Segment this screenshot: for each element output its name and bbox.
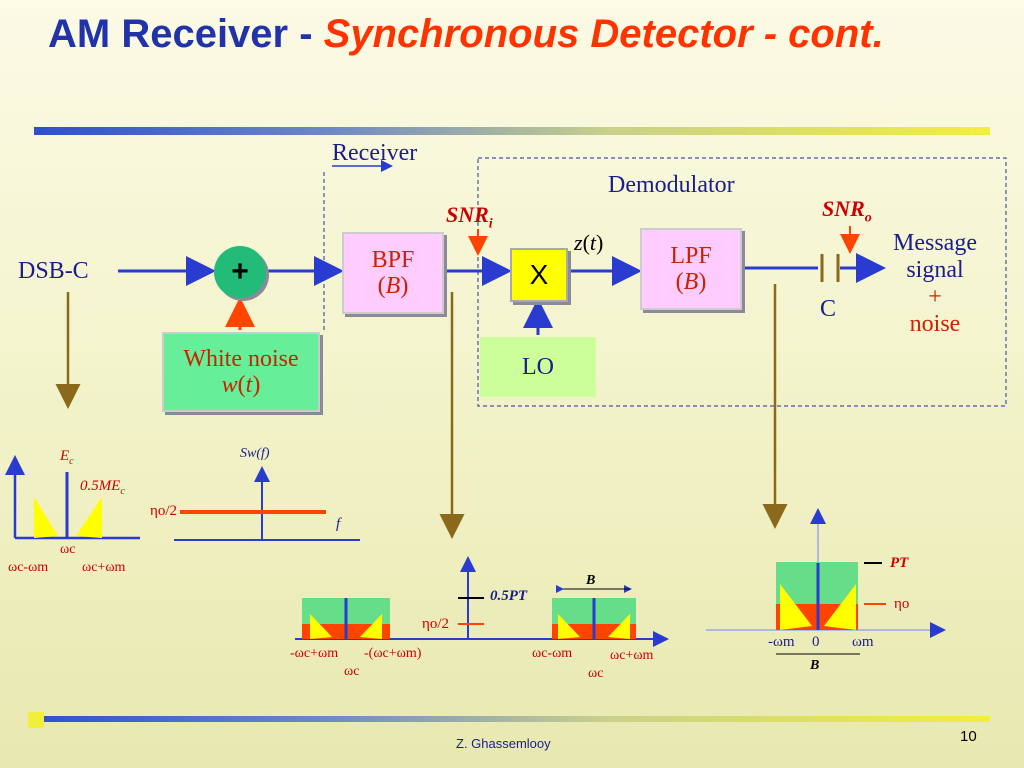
output-line-1: Message [893, 230, 977, 256]
bpf-bandwidth: (B) [377, 273, 409, 299]
spec4-minus-wm: -ωm [768, 634, 795, 650]
output-line-3: + [928, 284, 942, 310]
output-label: Message signal + noise [882, 230, 988, 338]
spec3-neg-lower: -ωc+ωm [290, 646, 339, 661]
page-number: 10 [960, 728, 977, 745]
spec4-zero: 0 [812, 634, 820, 650]
lpf-label: LPF [670, 243, 712, 269]
spec3-pos-center: ωc [588, 666, 604, 681]
spec3-pos-lower: ωc-ωm [532, 646, 573, 661]
spec1-sideband-label: 0.5MEc [80, 478, 125, 497]
adder-symbol: + [231, 255, 249, 288]
spec2-f-label: f [336, 516, 341, 532]
bpf-label: BPF [371, 247, 415, 273]
bottom-divider [28, 716, 990, 722]
spec3-pos-upper: ωc+ωm [610, 648, 654, 663]
receiver-label: Receiver [332, 140, 418, 166]
white-noise-box: White noise w(t) [162, 332, 320, 412]
bpf-block: BPF (B) [342, 232, 444, 314]
snr-input-label: SNRi [446, 202, 493, 232]
lpf-bandwidth: (B) [675, 269, 707, 295]
spec4-pt-label: PT [890, 555, 909, 571]
lo-block: LO [480, 337, 596, 397]
white-noise-title: White noise [183, 346, 299, 372]
spec4-b-label: B [810, 658, 820, 673]
adder-node: + [214, 246, 266, 298]
demodulator-label: Demodulator [608, 172, 735, 198]
capacitor-label: C [820, 296, 837, 322]
spec1-upper-label: ωc+ωm [82, 560, 126, 575]
spec3-pt-label: 0.5PT [490, 588, 528, 604]
spec3-b-label: B [586, 573, 596, 588]
mixer-block: X [510, 248, 568, 302]
spec2-level-label: ηo/2 [150, 503, 178, 519]
snr-output-label: SNRo [822, 196, 872, 226]
mixer-symbol: X [529, 259, 549, 290]
white-noise-symbol: w(t) [221, 372, 261, 398]
lpf-block: LPF (B) [640, 228, 742, 310]
spec2-sw-label: Sw(f) [240, 446, 270, 461]
spec1-wc-label: ωc [60, 542, 76, 557]
top-divider [34, 127, 990, 135]
slide-title: AM Receiver - Synchronous Detector - con… [48, 10, 968, 58]
footer-author: Z. Ghassemlooy [456, 736, 551, 751]
bottom-marker [28, 712, 44, 728]
spec4-eta-label: ηo [894, 596, 910, 612]
spec1-lower-label: ωc-ωm [8, 560, 49, 575]
title-main: AM Receiver - [48, 12, 324, 56]
spec3-neg-center: ωc [344, 664, 360, 679]
spec3-neg-upper: -(ωc+ωm) [364, 646, 422, 661]
spec3-level-label: ηo/2 [422, 616, 450, 632]
lo-label: LO [522, 354, 554, 380]
output-line-2: signal [906, 257, 964, 283]
output-line-4: noise [909, 311, 961, 337]
title-emphasis: Synchronous Detector - cont. [323, 12, 884, 56]
spec4-wm: ωm [852, 634, 874, 650]
z-signal-label: z(t) [574, 230, 604, 255]
spec1-ec-label: Ec [60, 448, 74, 467]
input-label: DSB-C [18, 258, 89, 284]
